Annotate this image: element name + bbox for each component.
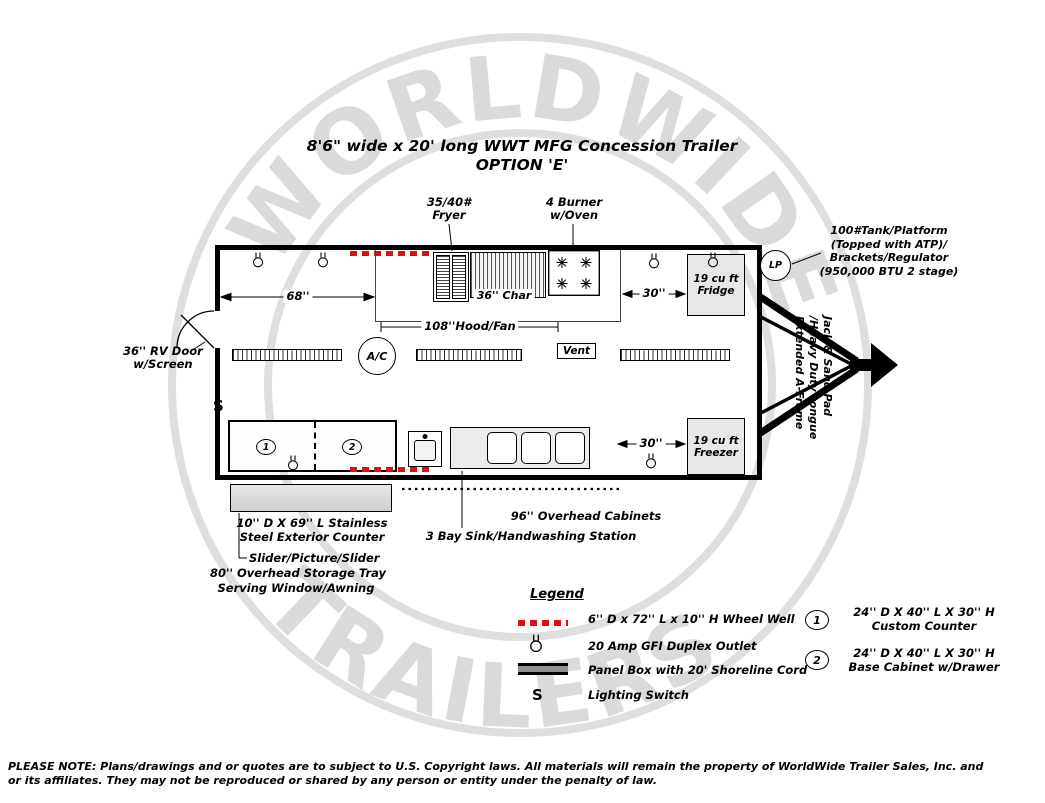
three-bay-sink: [450, 427, 590, 469]
ac-label: A/C: [366, 349, 388, 363]
fryer-basket: [436, 255, 450, 299]
dimension-30-top-label: 30'': [639, 287, 669, 300]
watermark-outer-ring: [168, 33, 872, 737]
title-line-1: 8'6" wide x 20' long WWT MFG Concession …: [306, 137, 738, 155]
tank-platform-label: 100#Tank/Platform (Topped with ATP)/ Bra…: [820, 224, 959, 278]
vent-box: Vent: [557, 343, 596, 359]
legend-marker-2-number: 2: [813, 653, 821, 667]
exterior-counter: [230, 484, 392, 512]
title-line-2: OPTION 'E': [475, 156, 569, 174]
counter-divider: [314, 422, 316, 470]
fryer: [433, 252, 469, 302]
legend-item-base-cabinet: 24'' D X 40'' L X 30'' H Base Cabinet w/…: [849, 646, 1000, 674]
burner-label-line1: 4 Burner: [545, 195, 603, 209]
a-frame-label: Extended A-Frame /Heavy Duty tongue Jack…: [792, 316, 834, 456]
sink-station-label: 3 Bay Sink/Handwashing Station: [425, 529, 637, 543]
burner-oven-label: 4 Burner w/Oven: [546, 196, 602, 222]
tank-label-line2: (Topped with ATP)/: [830, 237, 948, 251]
light-fixture-bar: [620, 349, 730, 361]
stove-burner-icons: [556, 257, 592, 289]
marker-2-number: 2: [348, 441, 356, 453]
handwash-bowl: [414, 440, 436, 461]
stove-outline: [548, 250, 600, 296]
handwash-sink: [408, 431, 442, 467]
gfi-outlet-icon: [287, 455, 299, 471]
faucet-dot: [422, 434, 428, 439]
legend-custom-counter-line1: 24'' D X 40'' L X 30'' H: [853, 605, 995, 619]
exterior-counter-label-line2: Steel Exterior Counter: [239, 530, 385, 544]
wheel-well-bottom: [350, 467, 434, 472]
gfi-outlet-icon: [252, 252, 264, 268]
overhead-cabinets-label: 96'' Overhead Cabinets: [510, 509, 662, 523]
exterior-counter-label-line1: 10'' D X 69'' L Stainless: [236, 516, 388, 530]
lighting-switch-symbol: S: [213, 397, 224, 415]
disclaimer-line-1: PLEASE NOTE: Plans/drawings and or quote…: [8, 760, 984, 773]
gfi-outlet-icon: [317, 252, 329, 268]
legend-wheel-well-swatch: [518, 620, 568, 626]
freezer-label-line1: 19 cu ft: [693, 434, 739, 447]
light-fixture-bar: [232, 349, 342, 361]
four-burner-stove: [548, 250, 600, 296]
tank-label-line1: 100#Tank/Platform: [830, 224, 948, 237]
fryer-label-line1: 35/40#: [426, 195, 472, 209]
legend-marker-2: 2: [805, 650, 829, 670]
legend-custom-counter-line2: Custom Counter: [871, 619, 977, 633]
tank-label-line3: Brackets/Regulator: [829, 251, 949, 264]
rv-door-label-line2: w/Screen: [133, 357, 193, 371]
counter-cabinet-group: 1 2: [228, 420, 397, 472]
fridge: 19 cu ft Fridge: [687, 254, 745, 316]
freezer: 19 cu ft Freezer: [687, 418, 745, 475]
lp-tank: LP: [760, 250, 791, 281]
legend-panel-box-swatch: [518, 663, 568, 675]
legend-heading: Legend: [530, 587, 584, 602]
legend-switch-symbol: S: [532, 686, 543, 704]
gfi-outlet-icon: [707, 252, 719, 268]
legend-item-wheel-well: 6'' D x 72'' L x 10'' H Wheel Well: [588, 612, 795, 626]
a-frame-label-line1: Extended A-Frame: [793, 316, 806, 430]
copyright-disclaimer: PLEASE NOTE: Plans/drawings and or quote…: [8, 760, 983, 788]
sink-bay: [521, 432, 551, 464]
tank-label-line4: (950,000 BTU 2 stage): [819, 264, 959, 278]
hood-fan-label: 108''Hood/Fan: [421, 320, 519, 333]
marker-1-number: 1: [262, 441, 270, 453]
legend-outlet-icon: [530, 634, 542, 653]
exterior-counter-label: 10'' D X 69'' L Stainless Steel Exterior…: [237, 516, 388, 544]
gfi-outlet-icon: [645, 453, 657, 469]
legend-item-panel-box: Panel Box with 20' Shoreline Cord: [588, 663, 808, 677]
fridge-label-line1: 19 cu ft: [693, 273, 739, 285]
serving-window-label: Serving Window/Awning: [217, 581, 375, 595]
slider-label: Slider/Picture/Slider: [249, 551, 380, 565]
legend-base-cabinet-line1: 24'' D X 40'' L X 30'' H: [853, 646, 995, 660]
fryer-basket: [452, 255, 466, 299]
rv-door-label: 36'' RV Door w/Screen: [123, 345, 203, 371]
fryer-label: 35/40# Fryer: [427, 196, 471, 222]
sink-bay: [487, 432, 517, 464]
storage-tray-label: 80'' Overhead Storage Tray: [209, 566, 387, 580]
burner-label-line2: w/Oven: [549, 208, 599, 222]
freezer-label-line2: Freezer: [694, 446, 738, 459]
light-fixture-bar: [416, 349, 522, 361]
dimension-68-label: 68'': [283, 290, 313, 303]
fryer-label-line2: Fryer: [432, 208, 466, 222]
sink-bay: [555, 432, 585, 464]
a-frame-label-line2: /Heavy Duty tongue: [807, 316, 820, 440]
legend-marker-1: 1: [805, 610, 829, 630]
char-label: 36'' Char: [473, 289, 535, 302]
fridge-label-line2: Fridge: [697, 285, 735, 297]
legend-item-custom-counter: 24'' D X 40'' L X 30'' H Custom Counter: [853, 605, 994, 633]
dimension-30-bottom-label: 30'': [636, 437, 666, 450]
custom-counter-1-marker: 1: [256, 439, 276, 455]
lp-label: LP: [768, 260, 783, 271]
legend-item-switch: Lighting Switch: [588, 688, 689, 702]
ac-unit: A/C: [358, 337, 396, 375]
disclaimer-line-2: or its affiliates. They may not be repro…: [8, 774, 657, 787]
legend-base-cabinet-line2: Base Cabinet w/Drawer: [848, 660, 1000, 674]
wheel-well-top: [350, 251, 434, 256]
gfi-outlet-icon: [648, 253, 660, 269]
drawing-title: 8'6" wide x 20' long WWT MFG Concession …: [307, 137, 738, 175]
a-frame-label-line3: Jack & Sand Pad: [821, 316, 834, 417]
legend-item-outlet: 20 Amp GFI Duplex Outlet: [588, 639, 757, 653]
legend-marker-1-number: 1: [813, 613, 821, 627]
base-cabinet-2-marker: 2: [342, 439, 362, 455]
